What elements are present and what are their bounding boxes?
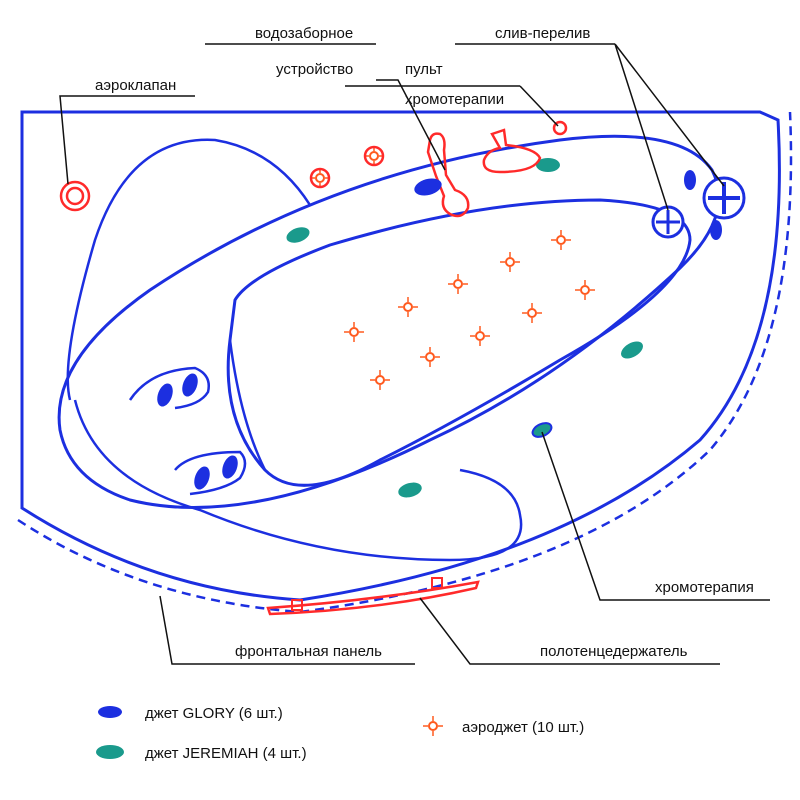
control-knob [309, 167, 331, 189]
label-chromotherapy: хромотерапия [655, 579, 754, 596]
aerojets [310, 146, 595, 390]
towel-holder-mount [431, 577, 443, 589]
foot-hump-lower [174, 450, 247, 496]
foot-hump-upper [128, 366, 210, 410]
aero-valve-inner [65, 186, 85, 206]
label-sliv: слив-перелив [495, 25, 590, 42]
legend-item-aero: аэроджет (10 шт.) [423, 716, 584, 736]
jeremiah-jet [621, 341, 643, 359]
water-intake-faucet [426, 132, 470, 218]
drain-overflow-icon [651, 176, 746, 239]
leader-aeroklapan [59, 95, 195, 185]
jeremiah-jet [398, 482, 422, 498]
label-aeroklapan: аэроклапан [95, 77, 176, 94]
glory-jet [684, 170, 696, 190]
control-knob [363, 145, 385, 167]
legend-item-glory: джет GLORY (6 шт.) [98, 705, 283, 722]
label-vodozabor-line1: водозаборное [255, 25, 353, 42]
aerojet [448, 274, 468, 294]
aerojet [500, 252, 520, 272]
legend-label-aero: аэроджет (10 шт.) [462, 719, 584, 736]
aerojet [398, 297, 418, 317]
legend-label-glory: джет GLORY (6 шт.) [145, 705, 283, 722]
mixer-spout [482, 128, 542, 174]
leader-vodozabor [205, 43, 446, 171]
blue-ellipse-jet-icon [98, 706, 122, 718]
tub-floor [226, 198, 692, 487]
aerojet [522, 303, 542, 323]
aerojet [370, 370, 390, 390]
aerojet-star-icon [423, 716, 443, 736]
glory-jet [157, 383, 173, 407]
legend: джет GLORY (6 шт.) джет JEREMIAH (4 шт.)… [96, 705, 584, 762]
jeremiah-jet [536, 158, 560, 172]
aerojet [423, 716, 443, 736]
leader-front-panel [159, 595, 415, 665]
leader-sliv [455, 43, 725, 211]
legend-item-jeremiah: джет JEREMIAH (4 шт.) [96, 745, 307, 762]
aerojet [344, 322, 364, 342]
aero-valve-icon [59, 180, 91, 212]
teal-ellipse-jet-icon [96, 745, 124, 759]
glory-jet [194, 466, 210, 490]
glory-jet [222, 455, 238, 479]
towel-holder-mount [291, 599, 303, 611]
towel-holder-bar [266, 580, 480, 616]
glory-jet [710, 220, 722, 240]
chromotherapy-remote-icon [552, 120, 568, 136]
tub-outer-rim [20, 110, 781, 602]
aerojet [575, 280, 595, 300]
label-pult-line2: хромотерапии [405, 91, 504, 108]
aerojet [470, 326, 490, 346]
tub-backrest [66, 138, 312, 401]
aerojet [364, 146, 384, 166]
label-pult-line1: пульт [405, 61, 443, 78]
label-vodozabor-line2: устройство [276, 61, 353, 78]
label-towel-holder: полотенцедержатель [540, 643, 688, 660]
label-front-panel: фронтальная панель [235, 643, 382, 660]
leader-chromotherapy [541, 431, 770, 601]
aerojet [420, 347, 440, 367]
chromotherapy-light [531, 422, 553, 438]
leader-towel [419, 597, 720, 665]
legend-label-jeremiah: джет JEREMIAH (4 шт.) [145, 745, 307, 762]
leader-pult [345, 85, 559, 127]
glory-jet [182, 373, 198, 397]
tub-seat [73, 399, 523, 562]
jeremiah-jet [286, 227, 310, 243]
tub-floor-inner-edge [228, 339, 267, 471]
aerojet [551, 230, 571, 250]
front-panel-outline [17, 111, 793, 614]
water-intake-grid [414, 178, 442, 196]
